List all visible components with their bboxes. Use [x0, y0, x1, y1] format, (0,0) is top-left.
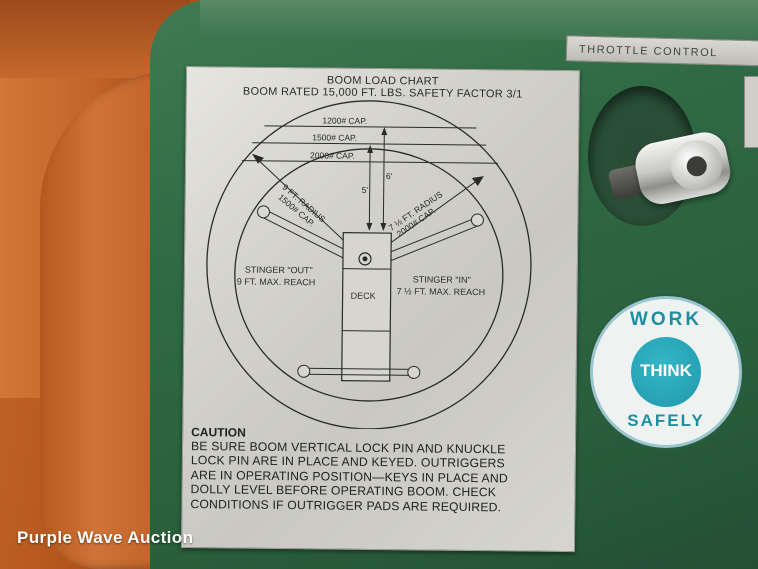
sticker-center-disc: [631, 337, 701, 407]
outer-circle: [206, 100, 532, 430]
throttle-control-plate: THROTTLE CONTROL: [565, 35, 758, 67]
dim-arrowhead-5-top: [367, 144, 374, 153]
boom-arm-right-end: [470, 213, 484, 227]
dim-label-6: 6': [386, 171, 393, 181]
outrigger-bar-b: [305, 373, 412, 376]
boom-arm-right-b: [374, 225, 478, 268]
sticker-bottom-text: SAFELY: [627, 411, 705, 430]
outrigger-right-pad: [407, 365, 421, 379]
sticker-center-text: THINK: [640, 361, 692, 380]
radius-arrowhead-left: [252, 153, 265, 164]
deck-divider-top: [342, 268, 391, 270]
dim-arrowhead-6-bottom: [380, 223, 387, 232]
cap-label-1500: 1500# CAP.: [312, 132, 357, 142]
cap-line-1500: [252, 142, 487, 146]
side-metal-plate: [744, 76, 758, 148]
boom-load-chart-plate: BOOM LOAD CHART BOOM RATED 15,000 FT. LB…: [180, 66, 580, 553]
boom-arm-left-end: [256, 205, 270, 219]
green-body-top-edge: [200, 0, 758, 40]
dim-label-5: 5': [362, 185, 369, 195]
boom-diagram: 1200# CAP. 1500# CAP. 2000# CAP. 5' 6' 9…: [206, 100, 532, 430]
boom-pivot-center: [362, 256, 368, 262]
stinger-out-label: STINGER "OUT": [245, 265, 313, 276]
dim-arrow-6: [382, 131, 385, 228]
deck-body: [341, 232, 392, 382]
watermark: Purple Wave Auction: [17, 528, 194, 547]
outrigger-left-pad: [297, 364, 311, 378]
stinger-in-label: STINGER "IN": [413, 274, 471, 285]
caution-line: CONDITIONS IF OUTRIGGER PADS ARE REQUIRE…: [190, 496, 502, 514]
deck-label: DECK: [351, 291, 376, 301]
dim-arrowhead-5-bottom: [366, 222, 373, 231]
work-think-safely-sticker: WORK THINK SAFELY: [590, 296, 742, 448]
sticker-top-text: WORK: [629, 309, 703, 330]
radius-arrowhead-right: [471, 176, 484, 187]
cap-line-1200: [264, 125, 477, 129]
cap-label-2000: 2000# CAP.: [310, 150, 355, 160]
caution-title: CAUTION: [191, 425, 246, 440]
stinger-in-reach: 7 ½ FT. MAX. REACH: [397, 286, 486, 297]
cap-label-1200: 1200# CAP.: [322, 115, 367, 125]
stinger-out-reach: 9 FT. MAX. REACH: [237, 277, 316, 288]
deck-divider-bottom: [342, 330, 391, 332]
outrigger-bar-a: [305, 367, 412, 370]
dim-arrow-5: [368, 148, 371, 227]
caution-body: BE SURE BOOM VERTICAL LOCK PIN AND KNUCK…: [190, 439, 561, 515]
dim-arrowhead-6-top: [381, 127, 388, 136]
